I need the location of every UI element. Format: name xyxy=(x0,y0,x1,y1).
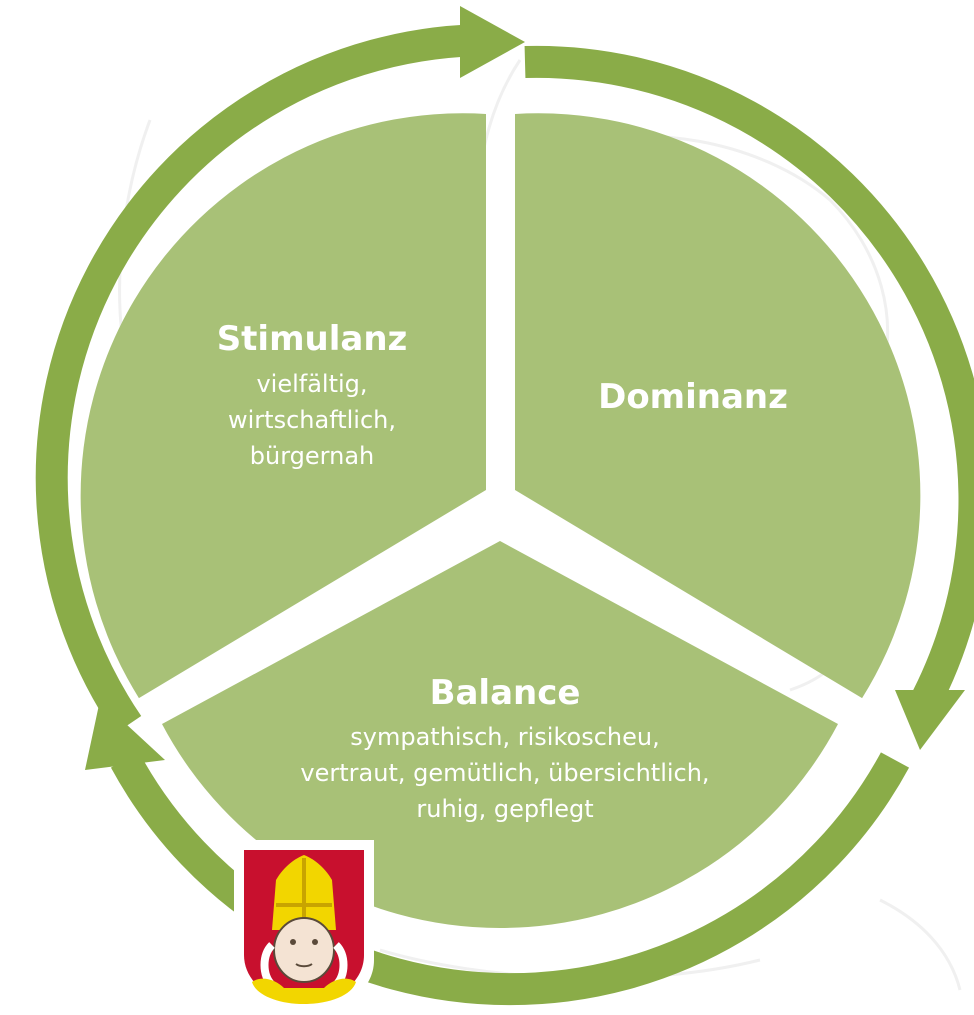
stimulanz-line-2: wirtschaftlich, xyxy=(228,406,396,434)
dominanz-title: Dominanz xyxy=(598,377,788,417)
segments xyxy=(80,113,921,929)
arrow-band-bottom xyxy=(110,752,910,1006)
label-dominanz: Dominanz xyxy=(598,377,788,417)
arrow-head-bottom xyxy=(85,700,165,770)
balance-line-2: vertraut, gemütlich, übersichtlich, xyxy=(300,759,709,787)
arrow-band-left xyxy=(35,24,491,735)
stimulanz-line-3: bürgernah xyxy=(250,442,374,470)
cycle-arrows xyxy=(35,6,974,1006)
robe-icon xyxy=(252,978,356,1004)
segment-dominanz xyxy=(515,113,921,699)
bishop-face-icon xyxy=(273,917,335,983)
balance-line-1: sympathisch, risikoscheu, xyxy=(350,723,659,751)
segment-stimulanz xyxy=(80,113,487,699)
label-stimulanz: Stimulanz vielfältig, wirtschaftlich, bü… xyxy=(217,319,408,470)
balance-line-3: ruhig, gepflegt xyxy=(416,795,593,823)
balance-title: Balance xyxy=(430,673,581,713)
label-balance: Balance sympathisch, risikoscheu, vertra… xyxy=(300,673,709,823)
arrow-band-right xyxy=(524,45,974,723)
stimulanz-line-1: vielfältig, xyxy=(256,370,367,398)
arrow-head-left xyxy=(460,6,525,78)
coat-of-arms-icon xyxy=(234,840,374,1014)
arrow-head-right xyxy=(895,690,965,750)
segment-balance xyxy=(162,541,838,929)
stimulanz-title: Stimulanz xyxy=(217,319,408,359)
